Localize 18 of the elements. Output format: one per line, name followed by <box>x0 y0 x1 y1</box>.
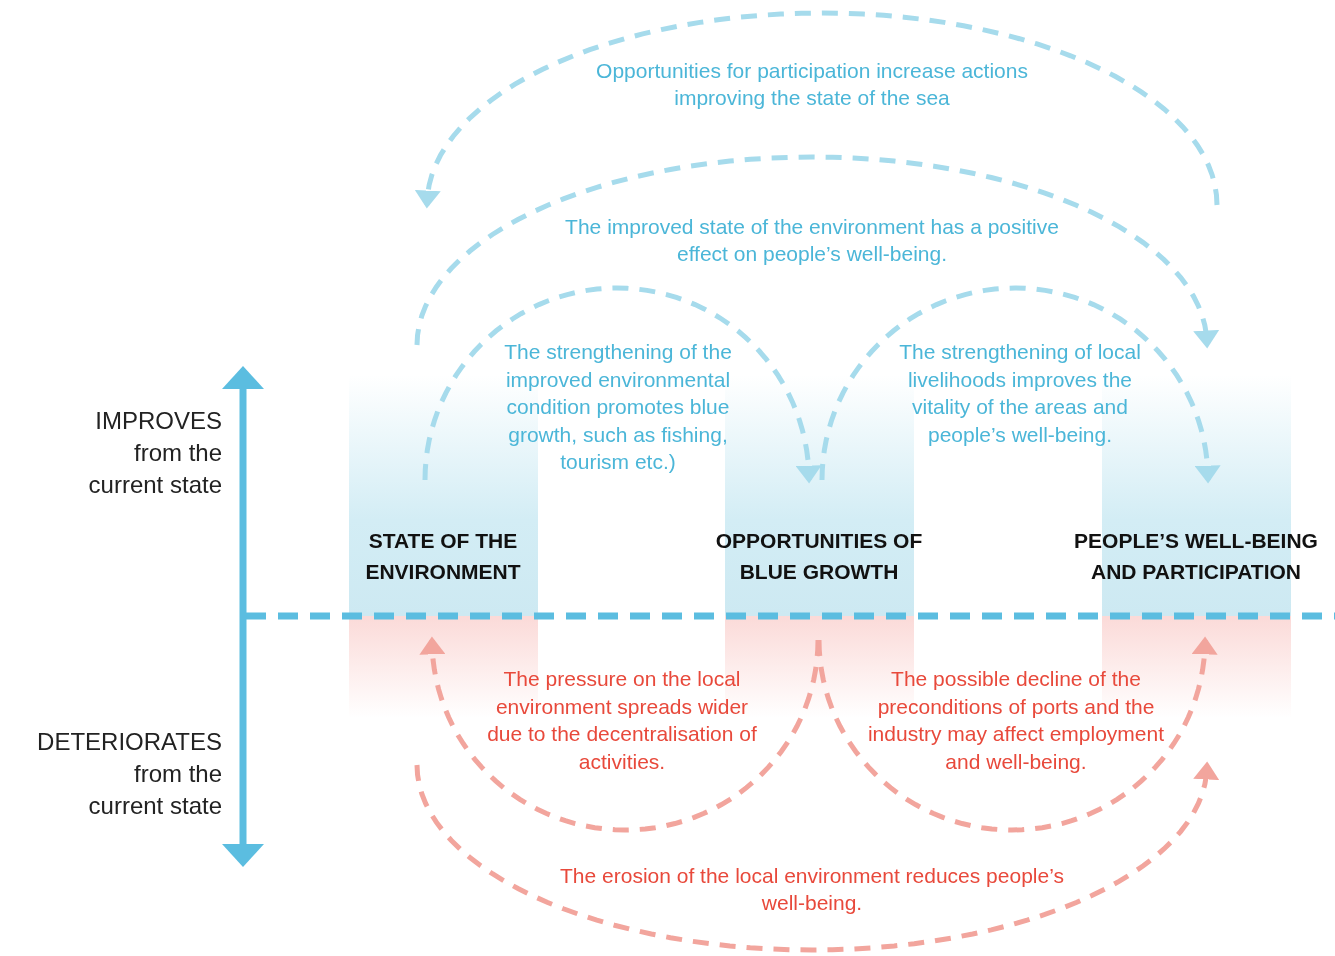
axis-label: IMPROVES <box>94 406 222 436</box>
dashed-arrow <box>418 10 1220 209</box>
dashed-arrow <box>414 154 1216 349</box>
edge-label: The improved state of the environment has a positive effect on people’s well-being. <box>564 213 1060 267</box>
edge-label: The strengthening of the improved environmental condition promotes blue growth, such as fishing, tourism etc.) <box>503 339 733 476</box>
dashed-arrow <box>414 761 1216 953</box>
column-title: STATE OF THE ENVIRONMENT <box>364 528 522 585</box>
column-title: PEOPLE’S WELL-BEING AND PARTICIPATION <box>1073 528 1319 585</box>
column-title: OPPORTUNITIES OF BLUE GROWTH <box>714 528 924 585</box>
axis-label: DETERIORATES <box>36 727 222 757</box>
edge-label: The possible decline of the preconditions of ports and the industry may affect employment and well-being. <box>866 666 1166 775</box>
edge-label: The erosion of the local environment reduces people’s well-being. <box>559 862 1065 916</box>
axis-label: from the current state <box>87 759 222 821</box>
dashed-arrow <box>422 285 818 484</box>
axis-label: from the current state <box>87 438 222 500</box>
edge-label: Opportunities for participation increase actions improving the state of the sea <box>595 57 1029 111</box>
edge-label: The pressure on the local environment spreads wider due to the decentralisation of activities. <box>486 666 758 775</box>
edge-label: The strengthening of local livelihoods improves the vitality of the areas and people’s well-being. <box>898 339 1142 448</box>
